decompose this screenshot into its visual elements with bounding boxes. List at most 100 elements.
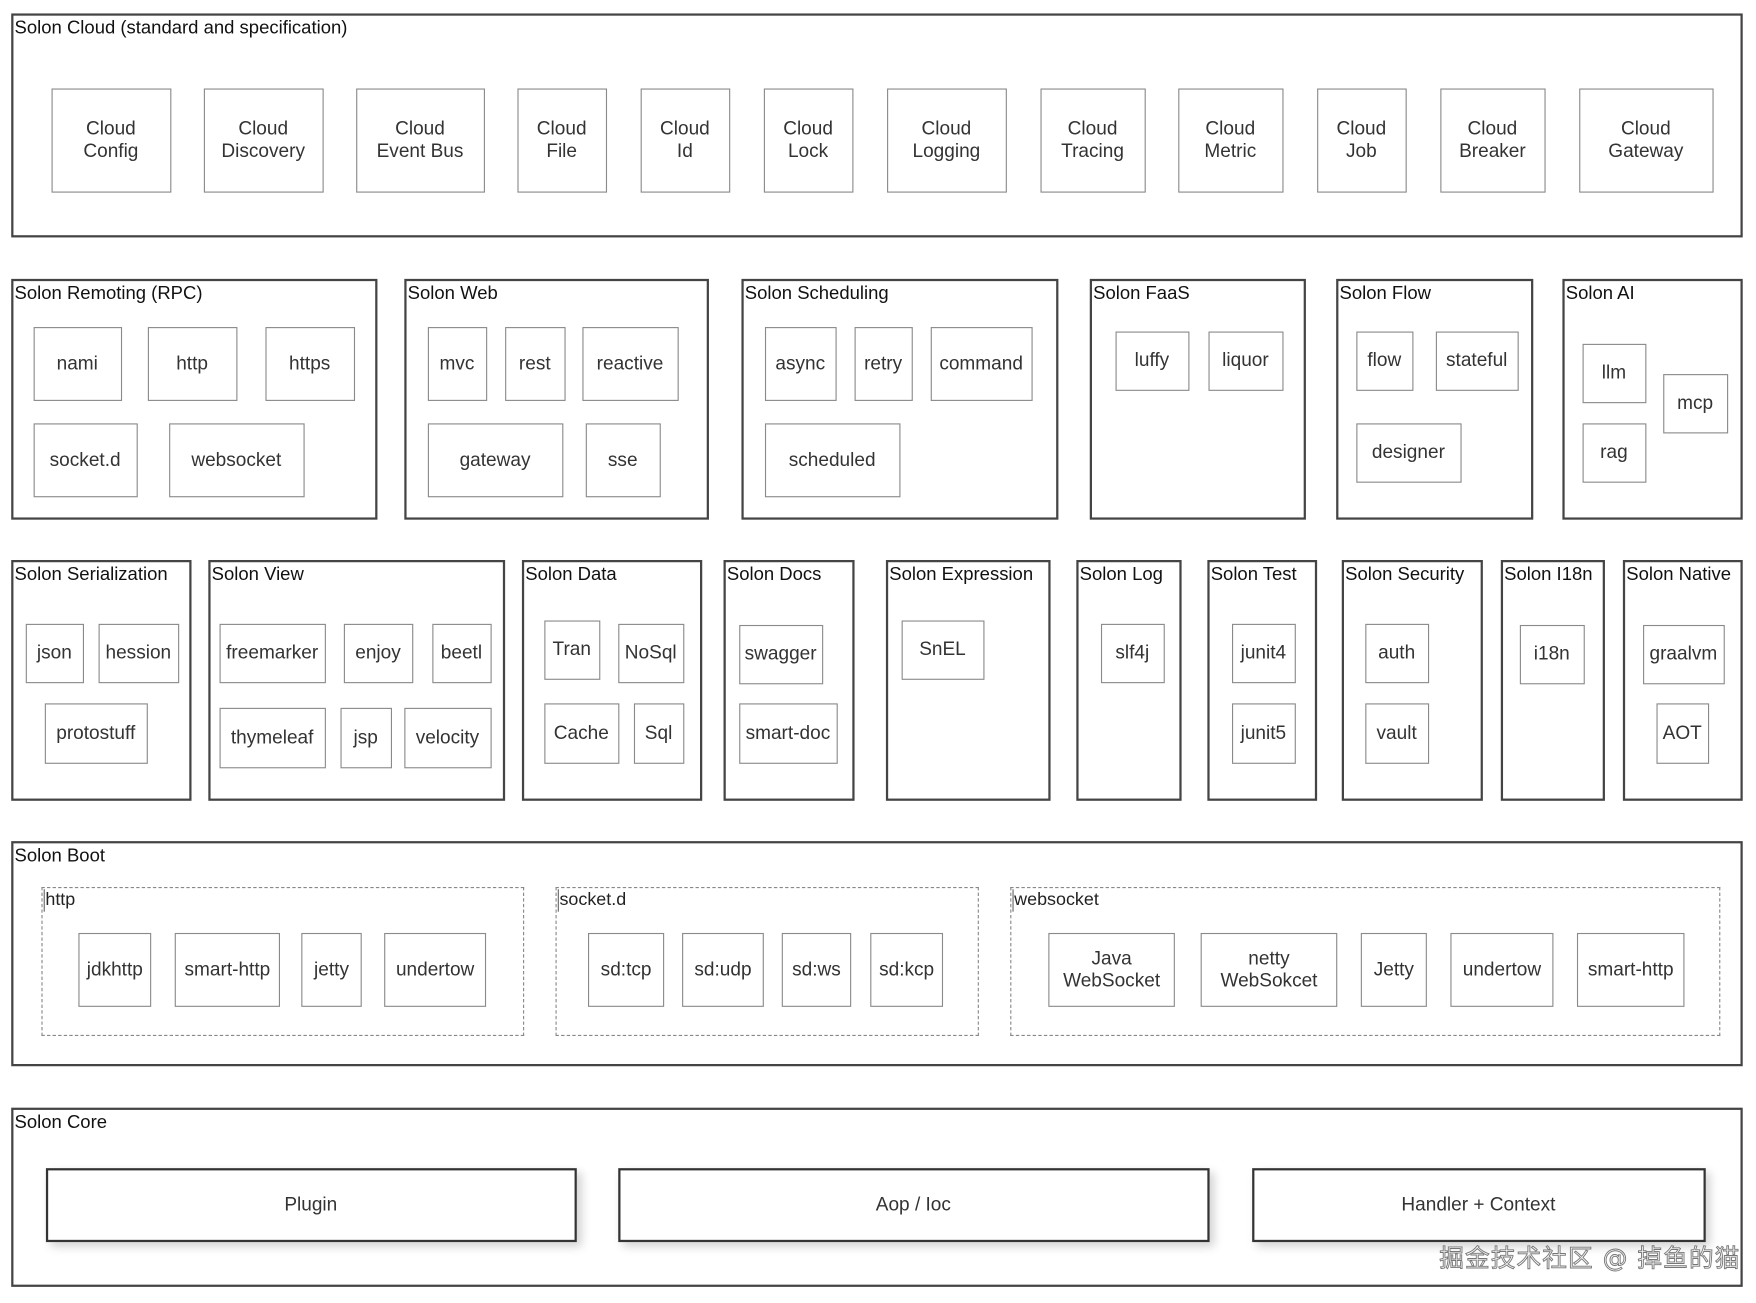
- module-handler-context: Handler + Context: [1251, 1167, 1706, 1242]
- group-title: socket.d: [557, 888, 626, 912]
- section-title: Solon Core: [14, 1112, 108, 1133]
- module-rag: rag: [1582, 422, 1646, 483]
- module-luffy: luffy: [1114, 330, 1189, 391]
- module-llm: llm: [1582, 343, 1646, 403]
- module-jetty: jetty: [301, 932, 362, 1007]
- module-socket-d: socket.d: [33, 422, 138, 497]
- module-cloud-file: Cloud File: [516, 87, 607, 193]
- module-cloud-gateway: Cloud Gateway: [1578, 87, 1714, 193]
- module-aot: AOT: [1655, 702, 1709, 764]
- group-title: http: [43, 888, 75, 912]
- section-title: Solon Native: [1626, 564, 1732, 585]
- section-title: Solon AI: [1565, 283, 1635, 304]
- module-json: json: [25, 623, 84, 683]
- module-netty-websokcet: netty WebSokcet: [1200, 932, 1338, 1007]
- module-sd-kcp: sd:kcp: [870, 932, 944, 1007]
- module-https: https: [264, 326, 355, 401]
- module-rest: rest: [504, 326, 566, 401]
- module-velocity: velocity: [403, 707, 492, 768]
- module-jsp: jsp: [339, 707, 392, 768]
- module-beetl: beetl: [431, 623, 492, 683]
- module-sql: Sql: [633, 702, 684, 764]
- section-title: Solon Boot: [14, 845, 105, 866]
- module-cloud-event-bus: Cloud Event Bus: [355, 87, 485, 193]
- module-stateful: stateful: [1435, 330, 1519, 391]
- module-command: command: [930, 326, 1033, 401]
- module-mvc: mvc: [427, 326, 487, 401]
- module-snel: SnEL: [901, 619, 984, 680]
- section-solon-cloud-standard-and-specification: Solon Cloud (standard and specification)…: [11, 13, 1743, 238]
- module-cache: Cache: [543, 702, 619, 764]
- section-title: Solon Remoting (RPC): [14, 283, 203, 304]
- module-designer: designer: [1355, 422, 1462, 483]
- module-cloud-logging: Cloud Logging: [886, 87, 1007, 193]
- module-cloud-tracing: Cloud Tracing: [1039, 87, 1146, 193]
- module-plugin: Plugin: [45, 1167, 577, 1242]
- section-solon-log: Solon Log slf4j: [1076, 560, 1182, 801]
- module-cloud-job: Cloud Job: [1316, 87, 1407, 193]
- module-auth: auth: [1364, 623, 1429, 683]
- module-smart-http: smart-http: [1576, 932, 1685, 1007]
- module-undertow: undertow: [1450, 932, 1554, 1007]
- section-title: Solon Web: [407, 283, 498, 304]
- section-solon-flow: Solon Flow flow stateful designer: [1336, 278, 1534, 520]
- module-http: http: [147, 326, 237, 401]
- section-title: Solon Scheduling: [744, 283, 889, 304]
- section-title: Solon Security: [1345, 564, 1465, 585]
- section-title: Solon Serialization: [14, 564, 168, 585]
- module-websocket: websocket: [168, 422, 305, 497]
- section-solon-faas: Solon FaaS luffy liquor: [1089, 278, 1306, 520]
- module-thymeleaf: thymeleaf: [218, 707, 326, 768]
- module-cloud-breaker: Cloud Breaker: [1439, 87, 1546, 193]
- section-title: Solon Log: [1079, 564, 1163, 585]
- module-async: async: [764, 326, 837, 401]
- module-mcp: mcp: [1662, 373, 1728, 433]
- module-junit4: junit4: [1231, 623, 1296, 683]
- module-undertow: undertow: [384, 932, 487, 1007]
- module-sse: sse: [585, 422, 661, 497]
- module-sd-ws: sd:ws: [781, 932, 852, 1007]
- module-cloud-lock: Cloud Lock: [763, 87, 853, 193]
- module-smart-http: smart-http: [174, 932, 280, 1007]
- group-title: websocket: [1011, 888, 1099, 912]
- module-reactive: reactive: [581, 326, 679, 401]
- module-nosql: NoSql: [617, 623, 684, 683]
- module-sd-udp: sd:udp: [682, 932, 764, 1007]
- module-liquor: liquor: [1207, 330, 1283, 391]
- module-junit5: junit5: [1231, 702, 1296, 764]
- section-solon-remoting-rpc: Solon Remoting (RPC) nami http https socket.…: [11, 278, 378, 520]
- module-sd-tcp: sd:tcp: [588, 932, 665, 1007]
- section-solon-test: Solon Test junit4 junit5: [1207, 560, 1318, 801]
- module-slf4j: slf4j: [1100, 623, 1165, 683]
- section-title: Solon I18n: [1504, 564, 1593, 585]
- module-swagger: swagger: [738, 624, 823, 684]
- module-retry: retry: [854, 326, 913, 401]
- section-title: Solon Docs: [726, 564, 822, 585]
- module-aop-ioc: Aop / Ioc: [617, 1167, 1210, 1242]
- section-title: Solon Test: [1210, 564, 1297, 585]
- module-freemarker: freemarker: [218, 623, 326, 683]
- module-nami: nami: [33, 326, 122, 401]
- section-title: Solon Flow: [1339, 283, 1431, 304]
- section-title: Solon FaaS: [1093, 283, 1190, 304]
- module-java-websocket: Java WebSocket: [1048, 932, 1175, 1007]
- module-hession: hession: [98, 623, 179, 683]
- module-flow: flow: [1355, 330, 1413, 391]
- module-tran: Tran: [543, 619, 600, 680]
- module-jdkhttp: jdkhttp: [78, 932, 152, 1007]
- watermark: 掘金技术社区 @ 掉鱼的猫: [1439, 1245, 1741, 1274]
